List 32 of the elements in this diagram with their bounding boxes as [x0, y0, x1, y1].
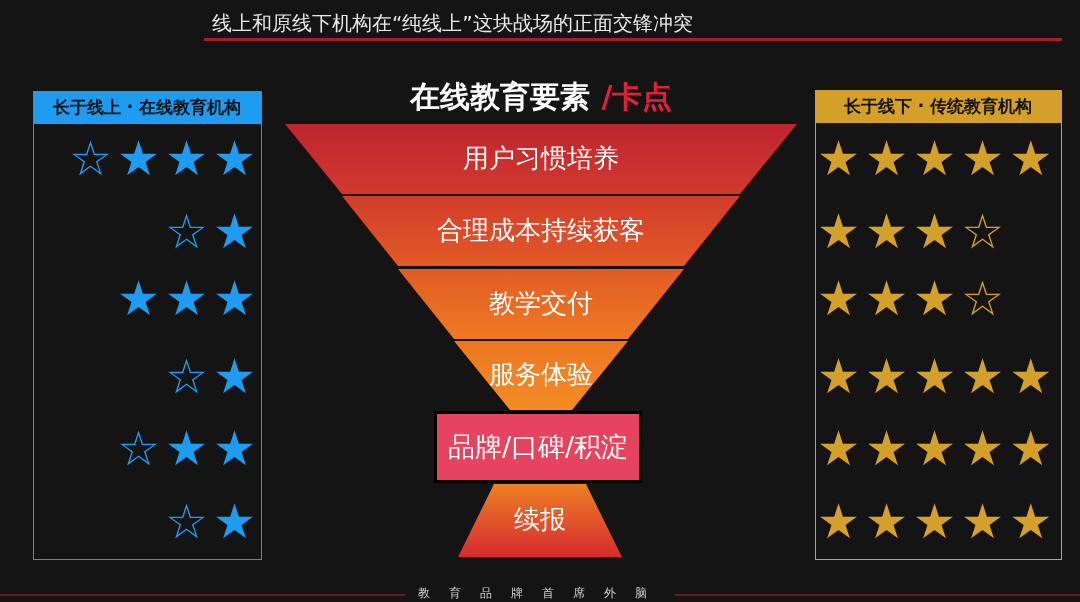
panel-heading: 长于线下 · 传统教育机构 [814, 89, 1062, 123]
funnel-heading: 在线教育要素 [409, 80, 590, 113]
segment-label: 续报 [514, 505, 566, 536]
star-rating: ★★★ [116, 274, 261, 322]
segment-label: 品牌/口碑/积淀 [447, 431, 629, 463]
star-rating: ★★★☆ [817, 274, 1010, 322]
segment-label: 用户习惯培养 [463, 143, 619, 174]
segment-label: 服务体验 [489, 360, 593, 391]
footer-tagline: 教育品牌首席外脑 [418, 586, 666, 601]
star-rating: ★★★☆ [817, 207, 1010, 255]
funnel-segment [454, 341, 628, 410]
star-rating: ☆★ [164, 497, 261, 545]
panel-heading: 长于线上 · 在线教育机构 [32, 90, 262, 124]
star-rating: ☆★★★ [68, 134, 261, 182]
highlight-box [434, 411, 642, 483]
star-rating: ★★★★★ [817, 352, 1058, 400]
rating-panel [815, 90, 1062, 560]
segment-label: 合理成本持续获客 [437, 215, 645, 246]
funnel-segment [285, 124, 797, 194]
page-title: 线上和原线下机构在“纯线上”这块战场的正面交锋冲突 [212, 12, 693, 34]
funnel-base [458, 484, 622, 557]
star-rating: ★★★★★ [817, 424, 1058, 472]
star-rating: ★★★★★ [817, 134, 1058, 182]
funnel-segment [398, 269, 684, 339]
star-rating: ☆★ [164, 352, 261, 400]
funnel-heading-accent: /卡点 [601, 80, 673, 113]
star-rating: ★★★★★ [817, 497, 1058, 545]
segment-label: 教学交付 [489, 288, 593, 319]
rating-panel [33, 91, 262, 560]
star-rating: ☆★★ [116, 424, 261, 472]
star-rating: ☆★ [164, 207, 261, 255]
funnel-segment [342, 196, 740, 266]
